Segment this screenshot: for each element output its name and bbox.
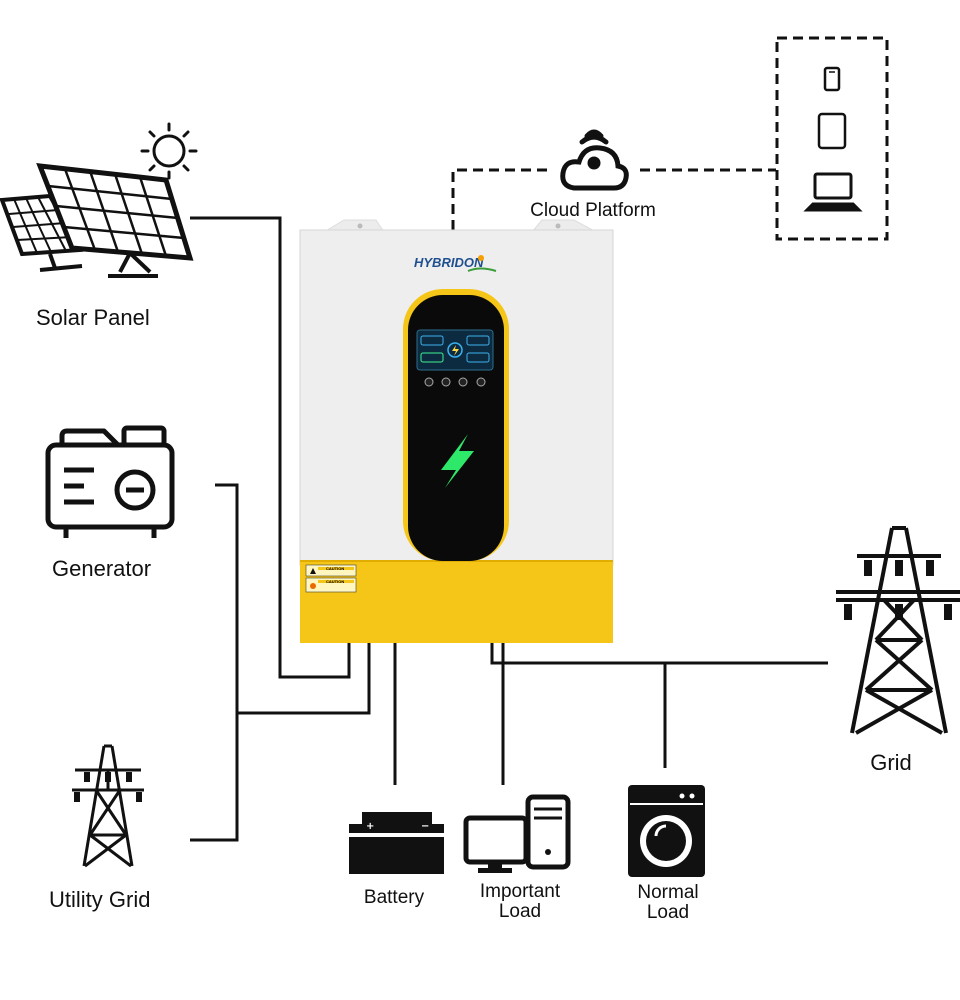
cloud-wifi-icon <box>560 129 629 191</box>
caution-label-2: CAUTION <box>326 579 344 584</box>
brand-logo: HYBRIDON <box>414 255 484 270</box>
important-load-label-line2: Load <box>498 900 542 922</box>
tablet-icon <box>817 112 847 150</box>
devices-box <box>775 36 889 241</box>
normal-load-label-line1: Normal <box>637 882 699 903</box>
svg-text:−: − <box>421 821 429 832</box>
important-load-label-line1: Important <box>479 881 561 902</box>
cloud-platform-label: Cloud Platform <box>530 200 656 221</box>
solar-wire <box>190 216 351 679</box>
solar-panel-label: Solar Panel <box>36 305 150 330</box>
lightning-bolt-icon <box>441 434 474 488</box>
grid-label: Grid <box>870 750 912 775</box>
wiring <box>190 216 828 842</box>
grid-tower-icon <box>836 526 960 735</box>
grid-wire <box>490 643 828 665</box>
inverter-unit: CAUTION CAUTION HYBRIDON <box>299 219 614 643</box>
normal-load-label: Normal Load <box>618 883 718 923</box>
important-load-label: Important Load <box>462 882 578 922</box>
tower-insulators-left <box>74 772 142 802</box>
generator-icon <box>45 425 175 538</box>
phone-icon <box>823 66 841 92</box>
desktop-computer-icon <box>463 794 571 873</box>
sun-icon <box>140 122 198 180</box>
normal-load-label-line2: Load <box>646 901 690 923</box>
washing-machine-icon <box>628 785 705 877</box>
solar-panel-icon <box>0 163 194 278</box>
utility-grid-label: Utility Grid <box>49 887 151 912</box>
cloud-links <box>451 36 889 241</box>
caution-label-1: CAUTION <box>326 566 344 571</box>
generator-label: Generator <box>52 556 152 581</box>
svg-text:+: + <box>366 821 374 832</box>
generator-wire <box>190 483 239 842</box>
grid-tower-insulators <box>844 560 952 620</box>
ac-input-wire <box>237 643 371 715</box>
laptop-icon <box>803 172 863 212</box>
battery-icon: + − <box>349 812 444 874</box>
transmission-tower-icon <box>72 744 144 868</box>
battery-label: Battery <box>363 887 425 908</box>
inverter-cloud-link <box>451 168 548 230</box>
